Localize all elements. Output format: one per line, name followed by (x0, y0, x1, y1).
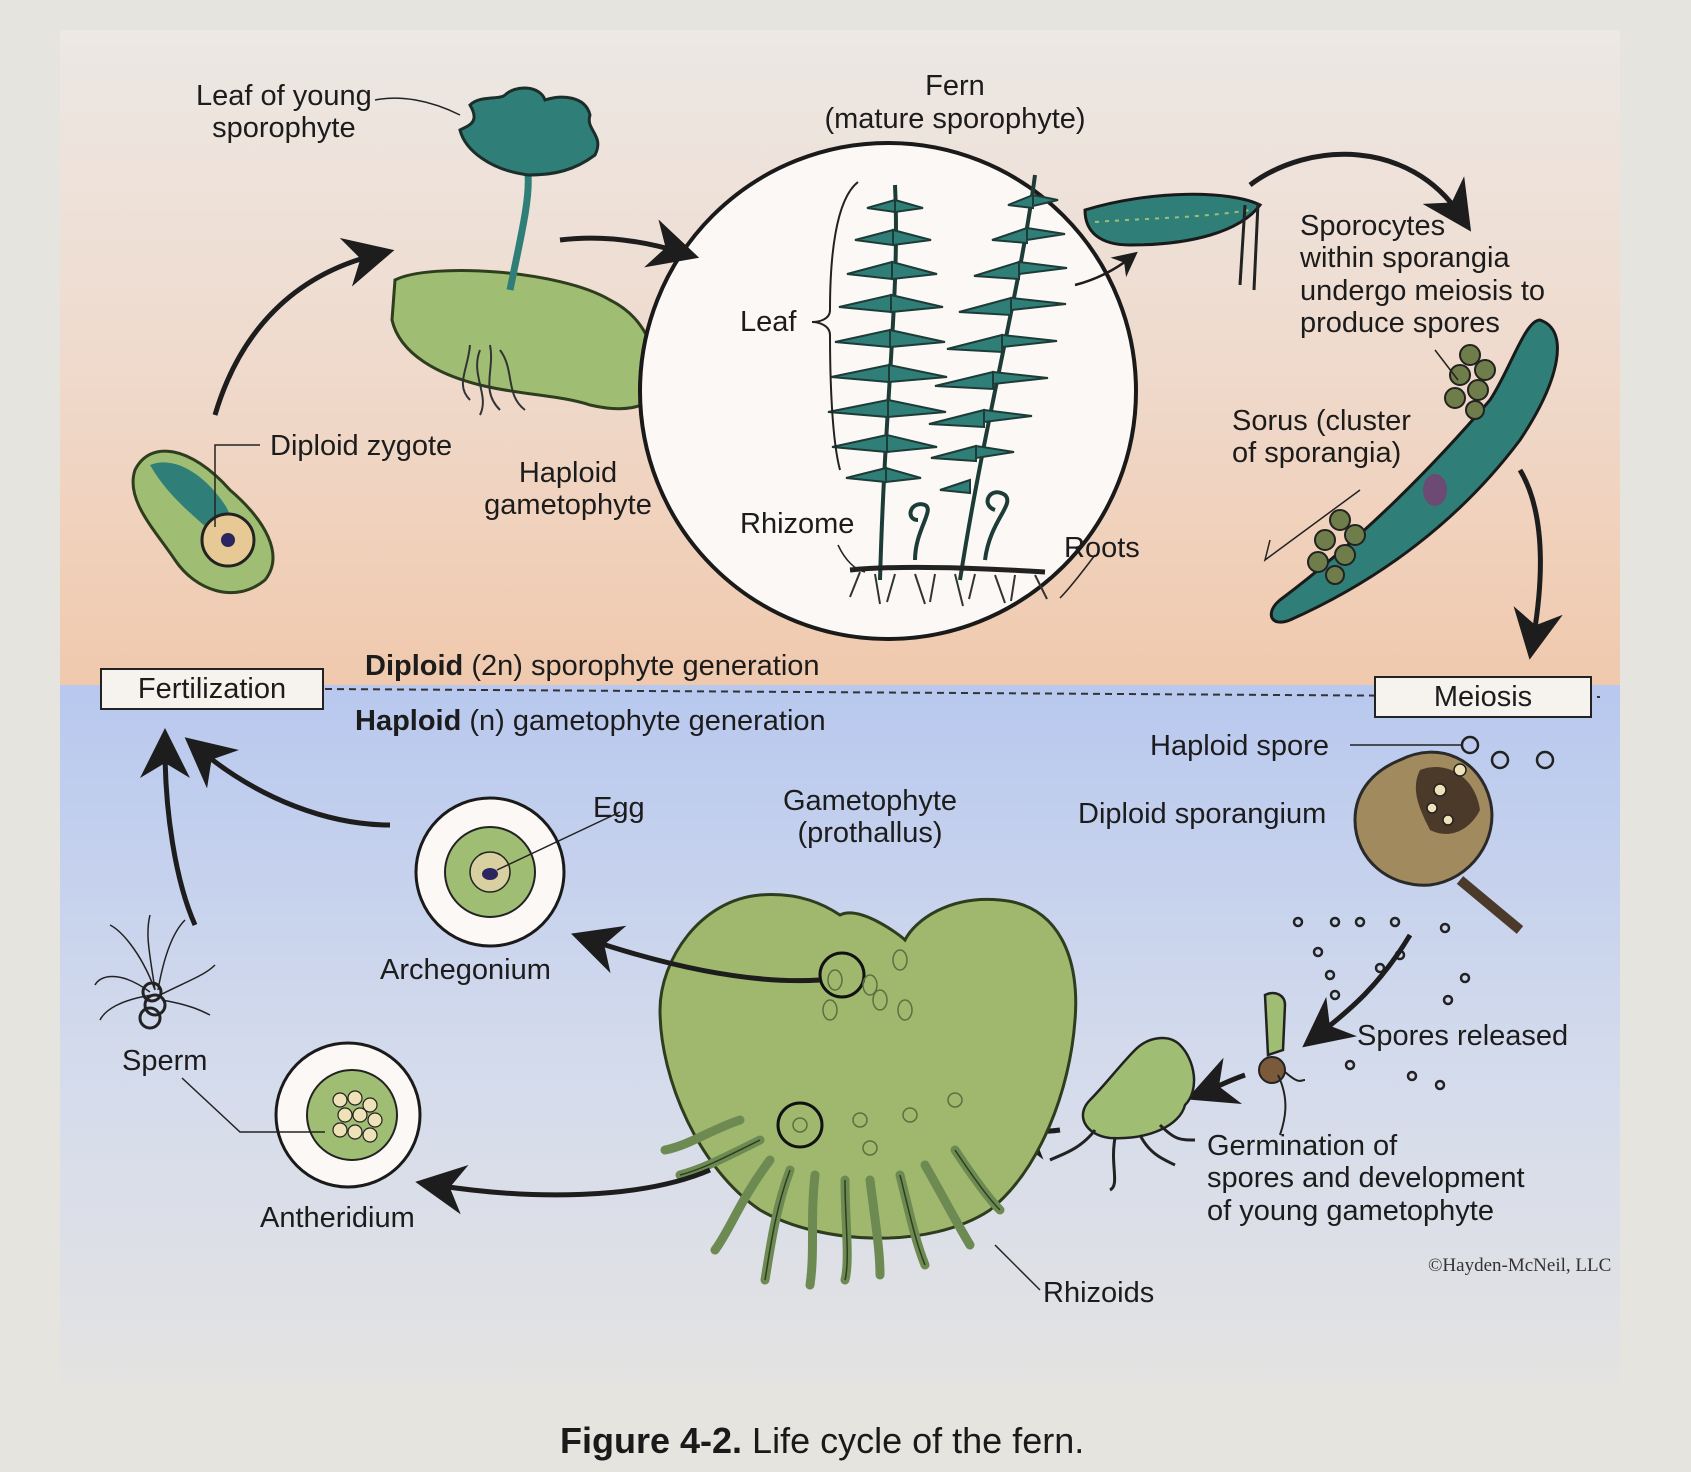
arrow-sperm-to-fertilization (140, 728, 198, 927)
label-rhizoids: Rhizoids (1043, 1277, 1155, 1309)
label-leaf: Leaf (740, 306, 797, 338)
label-haploid-gametophyte: Haploid gametophyte (484, 457, 652, 522)
label-diploid-sporangium: Diploid sporangium (1078, 798, 1327, 830)
haploid-word: Haploid (355, 705, 462, 737)
frond-pinna (1083, 192, 1263, 291)
diploid-word: Diploid (365, 650, 464, 682)
label-sperm: Sperm (122, 1045, 208, 1077)
label-archegonium: Archegonium (380, 954, 551, 986)
figure-caption: Figure 4-2. Life cycle of the fern. (560, 1420, 1084, 1462)
fertilization-box: Fertilization (100, 668, 324, 710)
arrow-to-young-gametophyte (1186, 1057, 1246, 1105)
antheridium (181, 1041, 422, 1189)
label-diploid-zygote: Diploid zygote (270, 430, 453, 462)
diploid-generation-label: Diploid (2n) sporophyte generation (365, 650, 820, 683)
label-spores-released: Spores released (1357, 1020, 1569, 1052)
label-mature-sporophyte: (mature sporophyte) (824, 103, 1086, 135)
diploid-zygote (131, 444, 275, 595)
arrow-to-sporocytes (1248, 151, 1472, 232)
young-gametophyte (1049, 1036, 1196, 1192)
meiosis-box: Meiosis (1374, 676, 1592, 718)
diploid-sporangium (1350, 735, 1555, 934)
haploid-rest: (n) gametophyte generation (461, 705, 826, 737)
germinating-spore (1258, 991, 1306, 1136)
arrow-to-mature-fern (559, 219, 700, 268)
arrow-archegonium-to-fertilization (184, 737, 391, 828)
arrow-to-archegonium (571, 925, 821, 984)
caption-number: Figure 4-2. (560, 1420, 743, 1461)
label-sorus: Sorus (cluster of sporangia) (1232, 405, 1411, 470)
archegonium (414, 796, 621, 948)
label-sporocytes: Sporocytes within sporangia undergo meio… (1300, 210, 1546, 340)
arrow-to-antheridium (415, 1164, 711, 1215)
credit-line: ©Hayden-McNeil, LLC (1428, 1255, 1612, 1276)
label-germination: Germination of spores and development of… (1207, 1130, 1525, 1227)
label-haploid-spore: Haploid spore (1150, 730, 1329, 762)
label-gametophyte-prothallus: Gametophyte (prothallus) (782, 785, 958, 850)
sorus-section (1263, 318, 1559, 624)
haploid-generation-label: Haploid (n) gametophyte generation (355, 705, 826, 738)
label-roots: Roots (1064, 532, 1140, 564)
young-sporophyte (374, 86, 658, 416)
arrow-zygote-to-sporophyte (212, 238, 395, 416)
caption-text: Life cycle of the fern. (742, 1420, 1085, 1461)
sperm (94, 914, 216, 1030)
arrow-spores-released (1302, 933, 1413, 1048)
label-egg: Egg (593, 792, 645, 824)
arrow-to-meiosis (1513, 468, 1563, 660)
label-rhizome: Rhizome (740, 508, 855, 540)
arrow-to-pinna (1074, 251, 1138, 287)
label-leaf-young-sporophyte: Leaf of young sporophyte (196, 80, 372, 145)
mature-fern-circle (638, 141, 1138, 641)
diploid-rest: (2n) sporophyte generation (463, 650, 820, 682)
label-fern: Fern (925, 70, 985, 102)
label-antheridium: Antheridium (260, 1202, 415, 1234)
